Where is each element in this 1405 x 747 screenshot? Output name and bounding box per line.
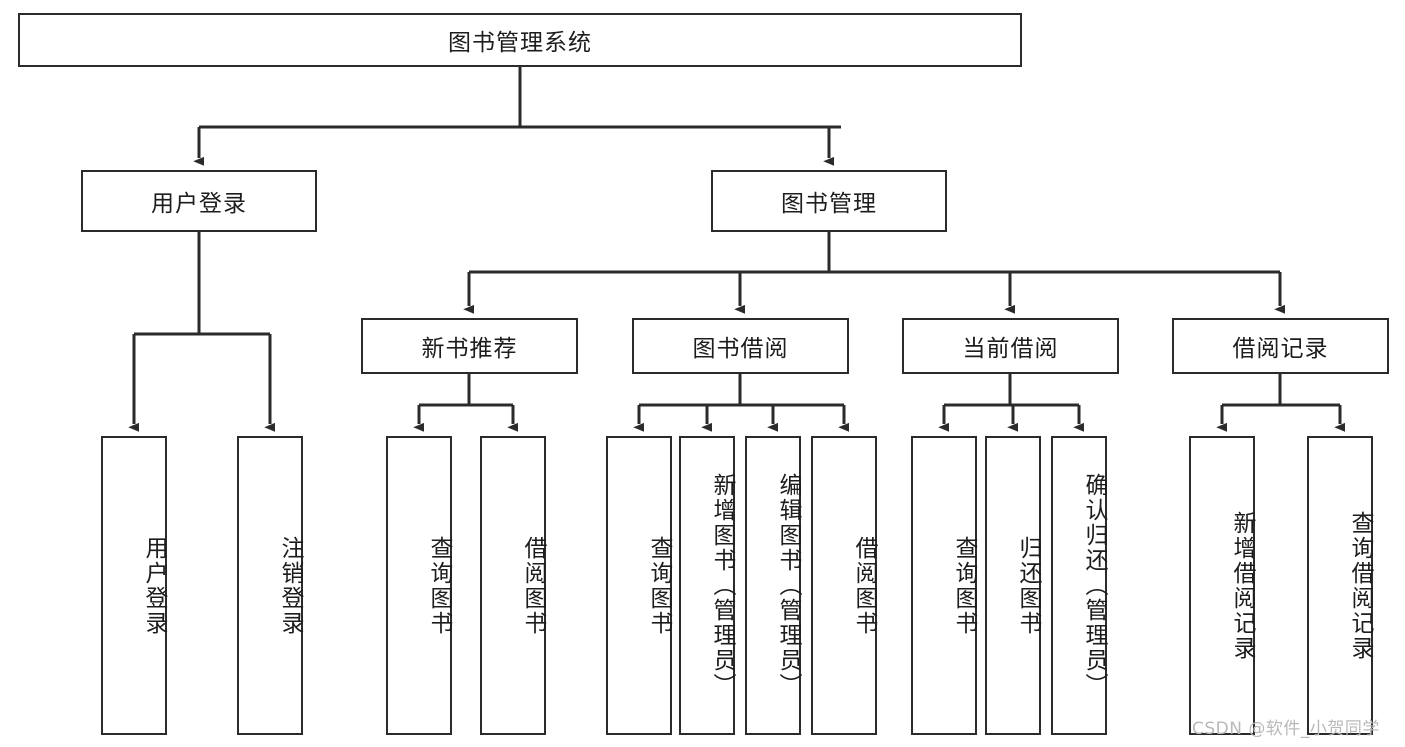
leaf-query-borrow-record[interactable]: 查询借阅记录 [1307, 436, 1373, 735]
node-user-login-label: 用户登录 [151, 191, 247, 217]
leaf-return-books[interactable]: 归还图书 [985, 436, 1041, 735]
node-new-book-recommend[interactable]: 新书推荐 [361, 318, 578, 374]
leaf-user-login-label: 用户登录 [141, 535, 167, 636]
leaf-add-book-admin-label: 新增图书（管理员） [709, 473, 735, 698]
node-root-label: 图书管理系统 [448, 30, 592, 56]
node-current-borrow[interactable]: 当前借阅 [902, 318, 1119, 374]
node-book-borrow-label: 图书借阅 [692, 336, 789, 362]
leaf-query-books-recommend-label: 查询图书 [426, 535, 452, 636]
node-root[interactable]: 图书管理系统 [18, 13, 1022, 67]
leaf-borrow-books-borrow[interactable]: 借阅图书 [811, 436, 877, 735]
leaf-query-books-borrow-label: 查询图书 [646, 535, 672, 636]
node-user-login[interactable]: 用户登录 [81, 170, 317, 232]
node-book-management-label: 图书管理 [781, 191, 877, 217]
leaf-add-borrow-record[interactable]: 新增借阅记录 [1189, 436, 1255, 735]
leaf-query-books-recommend[interactable]: 查询图书 [386, 436, 452, 735]
leaf-borrow-books-recommend-label: 借阅图书 [520, 535, 546, 636]
node-book-management[interactable]: 图书管理 [711, 170, 947, 232]
node-book-borrow[interactable]: 图书借阅 [632, 318, 849, 374]
leaf-add-borrow-record-label: 新增借阅记录 [1229, 510, 1255, 661]
node-borrow-record-label: 借阅记录 [1232, 336, 1329, 362]
node-new-book-recommend-label: 新书推荐 [421, 336, 518, 362]
node-current-borrow-label: 当前借阅 [962, 336, 1059, 362]
leaf-user-logout-label: 注销登录 [277, 535, 303, 636]
leaf-query-books-current-label: 查询图书 [951, 535, 977, 636]
leaf-edit-book-admin-label: 编辑图书（管理员） [775, 473, 801, 698]
leaf-query-books-borrow[interactable]: 查询图书 [606, 436, 672, 735]
leaf-query-books-current[interactable]: 查询图书 [911, 436, 977, 735]
leaf-user-login[interactable]: 用户登录 [101, 436, 167, 735]
leaf-query-borrow-record-label: 查询借阅记录 [1347, 510, 1373, 661]
leaf-borrow-books-borrow-label: 借阅图书 [851, 535, 877, 636]
leaf-edit-book-admin[interactable]: 编辑图书（管理员） [745, 436, 801, 735]
leaf-return-books-label: 归还图书 [1015, 535, 1041, 636]
leaf-borrow-books-recommend[interactable]: 借阅图书 [480, 436, 546, 735]
leaf-confirm-return-admin[interactable]: 确认归还（管理员） [1051, 436, 1107, 735]
leaf-confirm-return-admin-label: 确认归还（管理员） [1081, 473, 1107, 698]
node-borrow-record[interactable]: 借阅记录 [1172, 318, 1389, 374]
leaf-add-book-admin[interactable]: 新增图书（管理员） [679, 436, 735, 735]
csdn-watermark: CSDN @软件_小贺同学 [1192, 719, 1380, 739]
leaf-user-logout[interactable]: 注销登录 [237, 436, 303, 735]
